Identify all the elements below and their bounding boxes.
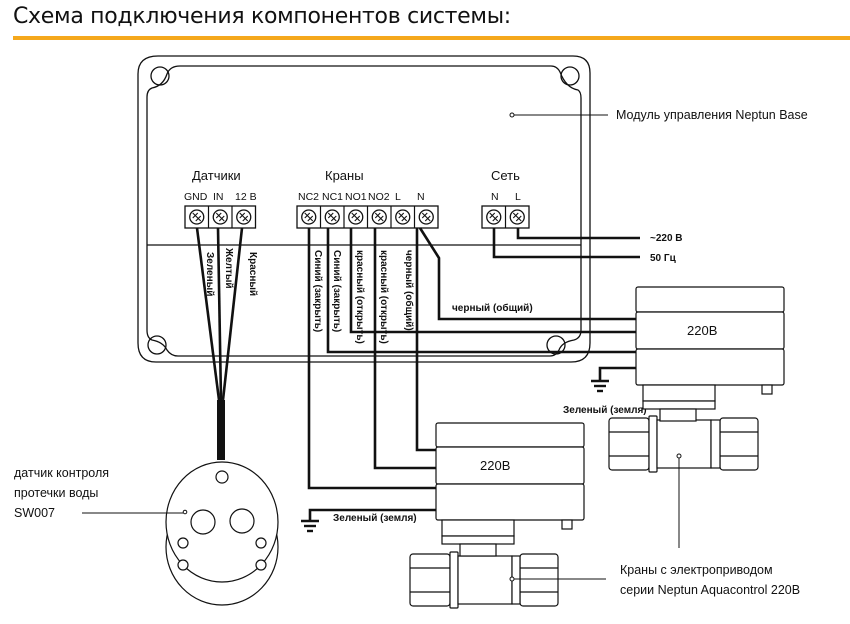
net-pin-label-l: L	[515, 191, 521, 203]
wire-nc1	[326, 228, 636, 354]
pin-label-nc1: NC1	[322, 191, 343, 203]
wires	[195, 227, 640, 520]
pin-label-nc2: NC2	[298, 191, 319, 203]
terminal-screw-icon	[212, 209, 228, 225]
wire-label-no1: красный (открыть)	[354, 250, 365, 344]
wire-no2	[373, 228, 436, 470]
valve-upper	[608, 408, 759, 473]
pin-label-gnd: GND	[184, 191, 208, 203]
ground-symbol-lower	[301, 519, 319, 533]
title-underline	[13, 36, 850, 40]
wire-sensor-red	[221, 227, 244, 401]
sensor-label-line1: датчик контроля	[14, 466, 109, 480]
wire-net-l	[516, 228, 640, 240]
pin-label-l: L	[395, 191, 401, 203]
actuator-upper	[635, 286, 785, 410]
wire-no1	[349, 228, 636, 334]
mains-frequency-label: 50 Гц	[650, 253, 677, 264]
actuator-upper-voltage: 220В	[687, 323, 717, 338]
valves-group-title: Краны	[325, 168, 364, 183]
wire-n-lower	[415, 228, 436, 452]
terminal-screw-icon	[324, 209, 340, 225]
terminal-screw-icon	[418, 209, 434, 225]
page-title: Схема подключения компонентов системы:	[13, 4, 511, 29]
wire-label-nc2: Синий (закрыть)	[312, 250, 323, 332]
wire-net-n	[492, 228, 640, 259]
valves-label-line1: Краны с электроприводом	[620, 563, 773, 577]
ground-symbol-upper	[591, 379, 609, 393]
sensor-cable	[217, 400, 225, 460]
module-label: Модуль управления Neptun Base	[616, 108, 808, 122]
terminal-screw-icon	[395, 209, 411, 225]
wire-label-green: Зеленый	[204, 252, 215, 296]
mains-voltage-label: ~220 В	[650, 233, 683, 244]
wire-label-no2: красный (открыть)	[378, 250, 389, 344]
control-module	[137, 55, 591, 363]
leak-sensor	[165, 461, 279, 606]
wire-ground-upper	[598, 366, 636, 380]
wire-n-common	[418, 227, 636, 321]
wire-nc2	[307, 228, 436, 490]
terminal-screw-icon	[348, 209, 364, 225]
terminal-screw-icon	[301, 209, 317, 225]
pin-label-in: IN	[213, 191, 224, 203]
wire-label-nc1: Синий (закрыть)	[331, 250, 342, 332]
sensor-label-line2: протечки воды	[14, 486, 98, 500]
pin-label-no2: NO2	[368, 191, 390, 203]
terminal-screw-icon	[236, 209, 252, 225]
pin-label-no1: NO1	[345, 191, 367, 203]
sensors-group-title: Датчики	[192, 168, 241, 183]
network-group-title: Сеть	[491, 168, 520, 183]
common-wire-label: черный (общий)	[452, 302, 533, 314]
valve-lower	[409, 543, 559, 609]
ground-label-lower: Зеленый (земля)	[333, 513, 417, 524]
wire-sensor-yellow	[216, 227, 223, 401]
terminal-blocks	[184, 205, 530, 229]
pin-label-12v: 12 В	[235, 191, 257, 203]
wire-label-red: Красный	[247, 252, 258, 296]
wire-ground-lower	[308, 508, 436, 520]
ground-label-upper: Зеленый (земля)	[563, 405, 647, 416]
wire-label-n: черный (общий)	[403, 250, 415, 331]
sensor-label-line3: SW007	[14, 506, 55, 520]
valves-label-line2: серии Neptun Aquacontrol 220В	[620, 583, 800, 597]
sensor-pointer	[82, 509, 188, 515]
wire-label-yellow: Желтый	[223, 247, 234, 289]
net-pin-label-n: N	[491, 191, 499, 203]
pin-label-n: N	[417, 191, 425, 203]
module-pointer	[509, 112, 608, 118]
terminal-screw-icon	[509, 209, 525, 225]
terminal-screw-icon	[486, 209, 502, 225]
valve-lower-pointer	[509, 576, 606, 582]
actuator-lower	[435, 422, 585, 545]
valve-pointer	[676, 453, 682, 548]
wire-sensor-green	[195, 227, 221, 401]
actuator-lower-voltage: 220В	[480, 458, 510, 473]
terminal-screw-icon	[371, 209, 387, 225]
terminal-screw-icon	[189, 209, 205, 225]
